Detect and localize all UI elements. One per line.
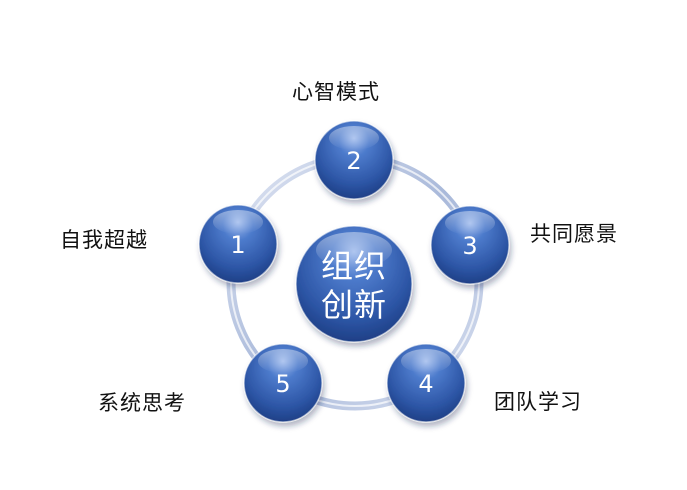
- node-5-label: 系统思考: [98, 391, 186, 415]
- node-2-number: 2: [346, 147, 361, 175]
- node-2-label: 心智模式: [292, 80, 380, 104]
- node-4-number: 4: [418, 370, 433, 398]
- node-5: [243, 343, 323, 423]
- node-3-number: 3: [462, 232, 477, 260]
- center-node: [295, 225, 413, 343]
- node-5-number: 5: [275, 370, 290, 398]
- node-4: [386, 343, 466, 423]
- node-1-number: 1: [230, 231, 245, 259]
- node-3: [430, 205, 510, 285]
- center-label-line1: 组织: [321, 247, 387, 285]
- node-4-label: 团队学习: [494, 390, 582, 414]
- center-label-line2: 创新: [321, 286, 387, 324]
- node-3-label: 共同愿景: [530, 222, 618, 246]
- node-1-label: 自我超越: [60, 228, 148, 252]
- node-1: [198, 204, 278, 284]
- node-2: [314, 120, 394, 200]
